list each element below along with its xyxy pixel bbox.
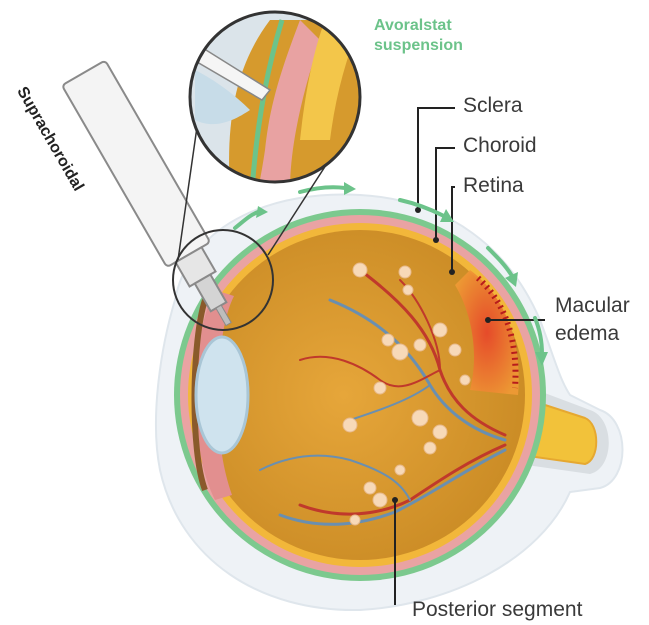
magnified-inset (185, 10, 365, 190)
lens (196, 337, 248, 453)
drug-label-line1: Avoralstat (374, 16, 452, 35)
drug-label-line2: suspension (374, 36, 463, 55)
choroid-label: Choroid (463, 134, 537, 158)
retina-label: Retina (463, 174, 524, 198)
sclera-label: Sclera (463, 94, 523, 118)
macular-label-line2: edema (555, 322, 619, 346)
macular-label-line1: Macular (555, 294, 630, 318)
posterior-segment-label: Posterior segment (412, 598, 582, 622)
